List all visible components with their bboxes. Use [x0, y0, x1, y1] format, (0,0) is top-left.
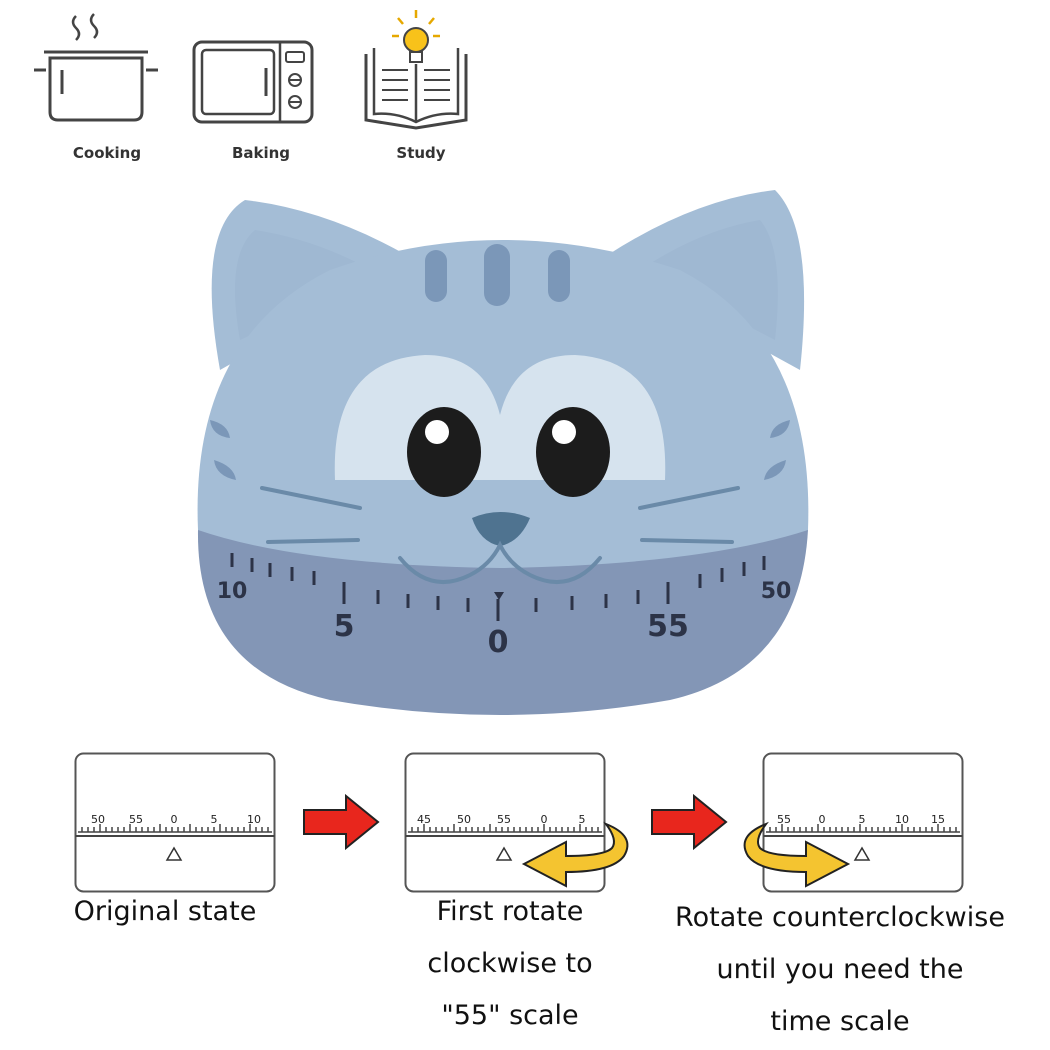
scale-ticks [81, 824, 269, 832]
caption-line: Original state [73, 896, 257, 927]
scale-number: 55 [497, 813, 511, 826]
caption-line: Rotate counterclockwise [675, 902, 1005, 933]
rotate-counterclockwise-arrow-icon [743, 821, 851, 888]
scale-number: 5 [579, 813, 586, 826]
cat-head [197, 240, 809, 568]
use-label-study: Study [396, 144, 446, 162]
caption-line: time scale [770, 1006, 910, 1037]
right-ear-inner [640, 220, 778, 340]
scale-number: 10 [247, 813, 261, 826]
scale-number: 0 [171, 813, 178, 826]
dial-number: 0 [488, 625, 509, 660]
dial-pointer-marker [494, 592, 504, 600]
scale-number: 55 [129, 813, 143, 826]
whiskers [260, 486, 740, 544]
left-eye [407, 407, 481, 497]
dial-ticks [230, 553, 766, 621]
use-baking [186, 8, 336, 168]
scale-number: 55 [777, 813, 791, 826]
use-label-baking: Baking [231, 144, 291, 162]
dial-number: 55 [647, 609, 689, 644]
caption-line: "55" scale [441, 1000, 579, 1031]
scale-number: 5 [211, 813, 218, 826]
pointer-triangle-icon [165, 846, 183, 861]
head-stripes [210, 244, 790, 480]
cooking-pot-icon [34, 13, 158, 122]
step-1-diagram: 50 55 0 5 10 [74, 752, 276, 893]
step-3-caption: Rotate counterclockwise until you need t… [660, 892, 1020, 1048]
scale-ticks [411, 824, 599, 832]
caption-line: until you need the [716, 954, 964, 985]
caption-line: First rotate [436, 896, 584, 927]
use-study [346, 8, 496, 168]
next-arrow-icon [651, 794, 728, 850]
rotate-clockwise-arrow-icon [521, 821, 629, 888]
dial-number: 50 [761, 579, 792, 604]
right-eye [536, 407, 610, 497]
next-arrow-icon [303, 794, 380, 850]
scale-number: 10 [895, 813, 909, 826]
dial-number: 5 [334, 609, 355, 644]
dial-number: 10 [217, 579, 248, 604]
use-cooking [32, 8, 182, 168]
scale-number: 0 [819, 813, 826, 826]
step-1-caption: Original state [40, 886, 290, 938]
right-eye-highlight [552, 420, 576, 444]
pointer-triangle-icon [853, 846, 871, 861]
use-label-cooking: Cooking [72, 144, 142, 162]
microwave-icon [192, 40, 314, 124]
scale-number: 50 [457, 813, 471, 826]
cat-mouth [398, 540, 602, 584]
cat-nose [472, 512, 530, 546]
scale-number: 15 [931, 813, 945, 826]
step-2-caption: First rotate clockwise to "55" scale [380, 886, 640, 1042]
pointer-triangle-icon [495, 846, 513, 861]
scale-ticks [769, 824, 957, 832]
cat-timer[interactable]: 10 5 0 55 50 [0, 170, 1050, 730]
open-book-lightbulb-icon [364, 10, 468, 130]
scale-number: 50 [91, 813, 105, 826]
left-eye-highlight [425, 420, 449, 444]
caption-line: clockwise to [427, 948, 593, 979]
scale-number: 5 [859, 813, 866, 826]
timer-dial-base[interactable] [197, 530, 808, 715]
scale-number: 45 [417, 813, 431, 826]
scale-number: 0 [541, 813, 548, 826]
